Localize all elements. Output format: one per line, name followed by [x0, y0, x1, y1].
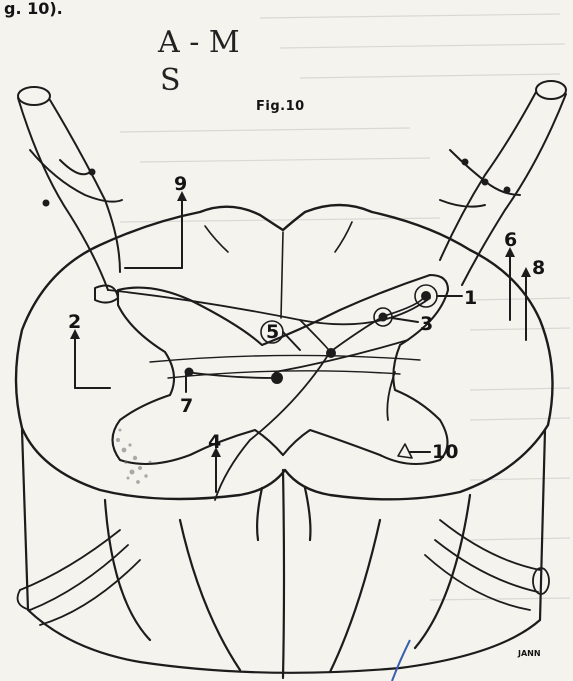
right-dorsal-root: [440, 81, 566, 285]
left-ganglion-cell-1: [43, 200, 50, 207]
header-fragment: g. 10).: [4, 0, 63, 18]
label-1: 1: [464, 287, 477, 309]
label-9: 9: [174, 173, 187, 195]
figure-caption: Fig.10: [256, 99, 305, 114]
artist-signature: JANN: [517, 649, 541, 658]
label-8: 8: [532, 257, 545, 279]
label-5: 5: [266, 321, 279, 343]
dorsal-median-septum: [281, 232, 283, 318]
handwritten-note-line2: S: [160, 63, 181, 98]
label-2: 2: [68, 311, 81, 333]
cord-body: [22, 430, 545, 678]
neuron-nucleus-1: [421, 291, 431, 301]
label-4: 4: [208, 431, 221, 453]
label-10: 10: [432, 441, 458, 463]
right-ganglion-cell-3: [504, 187, 511, 194]
right-ganglion-cell-2: [482, 179, 489, 186]
neuron-nucleus-5: [326, 348, 336, 358]
label-6: 6: [504, 229, 517, 251]
grey-matter: [113, 275, 449, 464]
label-7: 7: [180, 395, 193, 417]
right-ganglion-cell-1: [462, 159, 469, 166]
neuron-nucleus-3: [379, 313, 388, 322]
dorsal-sulcus-left: [205, 226, 228, 252]
neuron-nucleus-center: [271, 372, 283, 384]
ventral-root-left: [18, 530, 140, 625]
pen-mark: [392, 640, 410, 681]
handwritten-note-line1: A - M: [157, 25, 240, 60]
stipple-shading: [116, 429, 151, 484]
label-3: 3: [420, 313, 433, 335]
left-dorsal-root: [18, 87, 122, 303]
cross-section-outline: [16, 205, 553, 499]
left-ganglion-cell-2: [89, 169, 96, 176]
dorsal-sulcus-right: [335, 222, 352, 252]
grey-commissure: [150, 355, 420, 362]
